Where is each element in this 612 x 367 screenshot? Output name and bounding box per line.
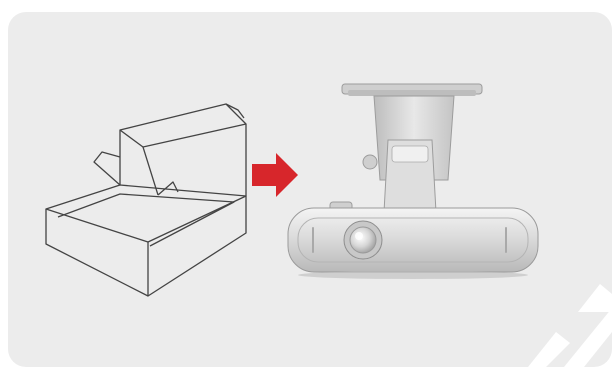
open-box-icon [45, 103, 247, 297]
illustration-panel [8, 12, 612, 367]
watermark-stripes [528, 284, 612, 367]
dashcam-with-mount-icon [287, 83, 539, 279]
right-arrow-icon [252, 153, 298, 197]
unboxing-illustration [45, 83, 612, 367]
